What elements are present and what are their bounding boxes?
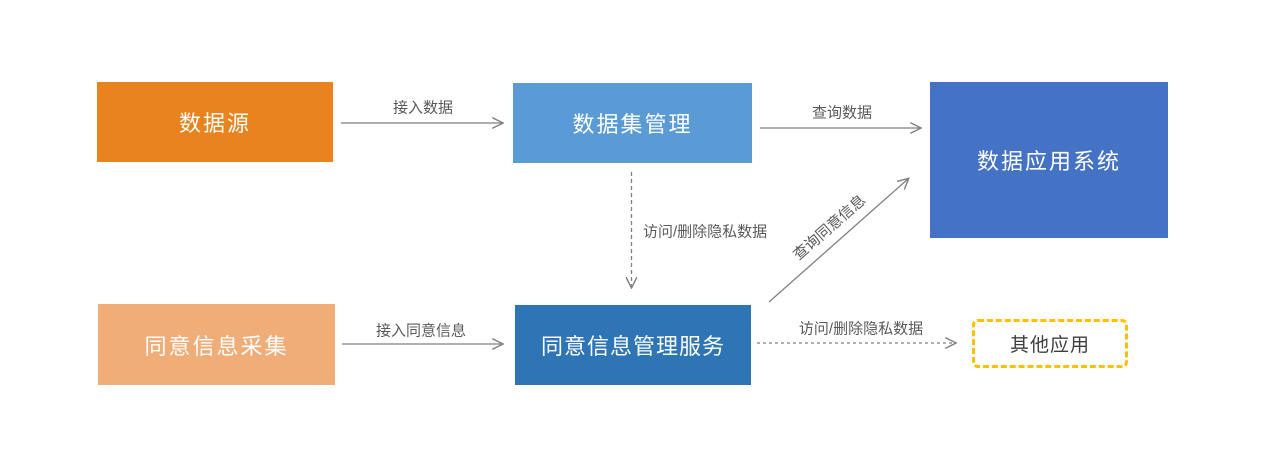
node-data-source: 数据源 <box>97 82 333 162</box>
edge-access-delete-private-data-right-label: 访问/删除隐私数据 <box>798 320 924 338</box>
node-data-application-system-label: 数据应用系统 <box>976 149 1121 174</box>
node-other-applications-label: 其他应用 <box>1009 335 1090 356</box>
edge-query-data-label: 查询数据 <box>811 104 873 122</box>
node-data-application-system: 数据应用系统 <box>930 82 1168 238</box>
node-consent-info-collection: 同意信息采集 <box>98 304 335 385</box>
edge-access-delete-private-data-down-label: 访问/删除隐私数据 <box>643 223 768 241</box>
node-dataset-management: 数据集管理 <box>513 83 752 163</box>
node-dataset-management-label: 数据集管理 <box>572 112 693 137</box>
edge-query-consent-info-label: 查询同意信息 <box>790 191 870 264</box>
node-consent-info-collection-label: 同意信息采集 <box>144 333 289 359</box>
edge-access-data-label: 接入数据 <box>392 99 454 117</box>
edge-query-consent-info-line <box>768 179 908 303</box>
node-other-applications: 其他应用 <box>972 319 1128 368</box>
node-data-source-label: 数据源 <box>178 111 251 136</box>
node-consent-info-management-service: 同意信息管理服务 <box>515 305 751 385</box>
edge-access-consent-info-label: 接入同意信息 <box>375 322 467 340</box>
node-consent-info-management-service-label: 同意信息管理服务 <box>540 334 725 359</box>
